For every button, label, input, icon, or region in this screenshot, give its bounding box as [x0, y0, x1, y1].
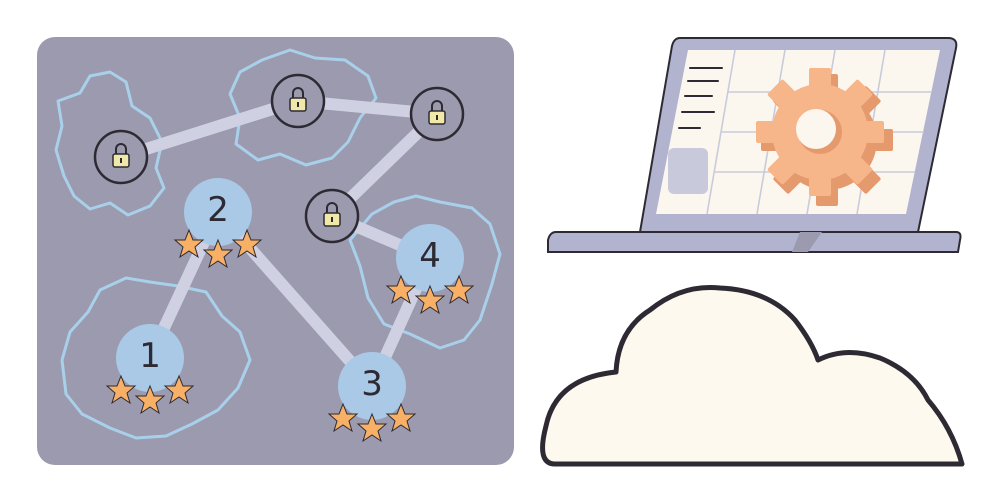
level-stars: [385, 274, 475, 315]
lock-icon: [289, 87, 307, 112]
locked-node: [270, 73, 326, 129]
level-number: 2: [207, 190, 229, 230]
region-outlines: [54, 48, 502, 440]
star-icon: [163, 374, 195, 405]
region-outline: [54, 70, 166, 217]
star-icon: [173, 228, 205, 259]
map-link: [115, 95, 304, 163]
cloud-shape: [540, 284, 965, 467]
lock-icon: [323, 202, 341, 227]
star-icon: [202, 238, 234, 269]
star-icon: [105, 374, 137, 405]
star-icon: [231, 228, 263, 259]
star-icon: [356, 412, 388, 443]
level-number: 4: [419, 236, 441, 276]
star-icon: [443, 274, 475, 305]
laptop-hinge: [792, 232, 822, 252]
star-icon: [385, 274, 417, 305]
locked-node: [409, 86, 465, 142]
screen-text-lines: [678, 67, 723, 129]
region-outline: [228, 48, 378, 167]
star-icon: [414, 284, 446, 315]
gear-icon: [756, 68, 893, 206]
level-node-2: 2: [173, 178, 263, 269]
locked-node: [304, 188, 360, 244]
lock-icon: [112, 143, 130, 168]
level-node-1: 1: [105, 324, 195, 415]
level-number: 3: [361, 364, 383, 404]
screen-thumbnail: [668, 148, 708, 194]
level-number: 1: [139, 336, 161, 376]
level-stars: [173, 228, 263, 269]
level-map: 1 2 3: [37, 37, 514, 465]
lock-icon: [428, 100, 446, 125]
locked-nodes: [93, 73, 465, 244]
level-node-3: 3: [327, 352, 417, 443]
locked-node: [93, 129, 149, 185]
level-stars: [105, 374, 195, 415]
region-outline: [348, 194, 502, 350]
level-stars: [327, 402, 417, 443]
cloud-icon: [540, 284, 965, 467]
level-nodes: 1 2 3: [105, 178, 475, 443]
laptop-base: [547, 231, 962, 253]
star-icon: [385, 402, 417, 433]
laptop-icon: [547, 37, 962, 253]
star-icon: [134, 384, 166, 415]
level-node-4: 4: [385, 224, 475, 315]
star-icon: [327, 402, 359, 433]
